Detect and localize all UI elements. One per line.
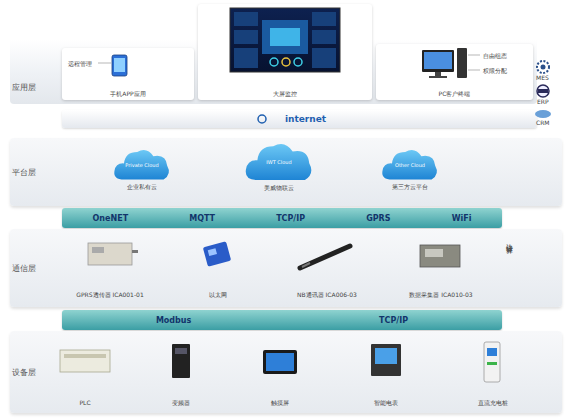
device-label: 以太网 (176, 291, 260, 298)
protocol-label: MQTT (189, 214, 215, 223)
dev-node: 直流充电桩 (445, 338, 540, 408)
item-node: 数据采集器 ICA010-03 (396, 238, 486, 300)
network-label: internet (273, 114, 326, 124)
platform-label: 美威物联云 (223, 184, 335, 193)
protocol-label: TCP/IP (379, 316, 408, 325)
dev-node: 变频器 (136, 338, 226, 408)
device-label: 手机APP应用 (62, 90, 194, 97)
device-label: 触摸屏 (235, 399, 325, 406)
layer-label: 平台层 (12, 167, 36, 178)
callout-label: ERP (537, 98, 549, 105)
dev-node: PLC (40, 338, 130, 408)
protocol-label: TCP/IP (276, 214, 305, 223)
callout-label: CRM (536, 119, 550, 126)
band-node: Modbus TCP/IP (62, 310, 502, 330)
callout-label: 权限分配 (483, 67, 507, 76)
callout-label: MES (536, 74, 549, 81)
item-node: GPRS透传器 ICA001-01 (66, 238, 154, 300)
panel-node: 通信层 GPRS透传器 ICA001-01 以太网 NB通讯器 ICA006-03 数据… (10, 229, 562, 307)
cloud-name: Private Cloud (112, 162, 172, 168)
callout-label: 自由组态 (483, 52, 507, 61)
edge-computing-note: 边缘计算 (504, 238, 514, 242)
card-node: 大屏监控 (198, 4, 372, 100)
card-node: 手机APP应用 (62, 48, 194, 100)
device-label: NB通讯器 ICA006-03 (282, 291, 372, 298)
panel-node: 应用层手机APP应用大屏监控 PC客户终端 (10, 4, 537, 104)
platform-label: 第三方云平台 (360, 183, 460, 192)
panel-node: 平台层Private Cloud企业私有云IWT Cloud美威物联云Other… (10, 138, 562, 206)
device-label: 智能电表 (336, 399, 436, 406)
iband-node: internet (62, 110, 537, 128)
device-label: 直流充电桩 (445, 399, 540, 406)
layer-label: 通信层 (12, 263, 36, 274)
device-label: GPRS透传器 ICA001-01 (66, 291, 154, 298)
device-label: PC客户终端 (376, 90, 533, 97)
dev-node: 触摸屏 (235, 338, 325, 408)
band-node: OneNET MQTT TCP/IP GPRS WiFi (62, 208, 502, 228)
device-label: 大屏监控 (198, 90, 372, 97)
device-label: 变频器 (136, 399, 226, 406)
protocol-label: Modbus (156, 316, 191, 325)
callout-label: 远程管理 (68, 60, 92, 69)
cloud-name: IWT Cloud (243, 159, 315, 165)
device-label: PLC (40, 399, 130, 406)
protocol-label: WiFi (452, 214, 472, 223)
protocol-label: GPRS (366, 214, 390, 223)
platform-label: 企业私有云 (92, 183, 192, 192)
dev-node: 智能电表 (336, 338, 436, 408)
panel-node: 设备层 PLC 变频器 触摸屏 智能电表 直流充电桩 (10, 331, 562, 413)
cloud-node: Other Cloud第三方云平台 (380, 146, 440, 182)
protocol-label: OneNET (93, 214, 129, 223)
cloud-node: IWT Cloud美威物联云 (243, 139, 315, 183)
item-node: 以太网 (176, 238, 260, 300)
device-label: 数据采集器 ICA010-03 (396, 291, 486, 298)
cloud-node: Private Cloud企业私有云 (112, 146, 172, 182)
layer-label: 应用层 (12, 82, 36, 93)
cloud-name: Other Cloud (380, 162, 440, 168)
card-node: PC客户终端 (376, 44, 533, 100)
layer-label: 设备层 (12, 367, 36, 378)
item-node: NB通讯器 ICA006-03 (282, 238, 372, 300)
